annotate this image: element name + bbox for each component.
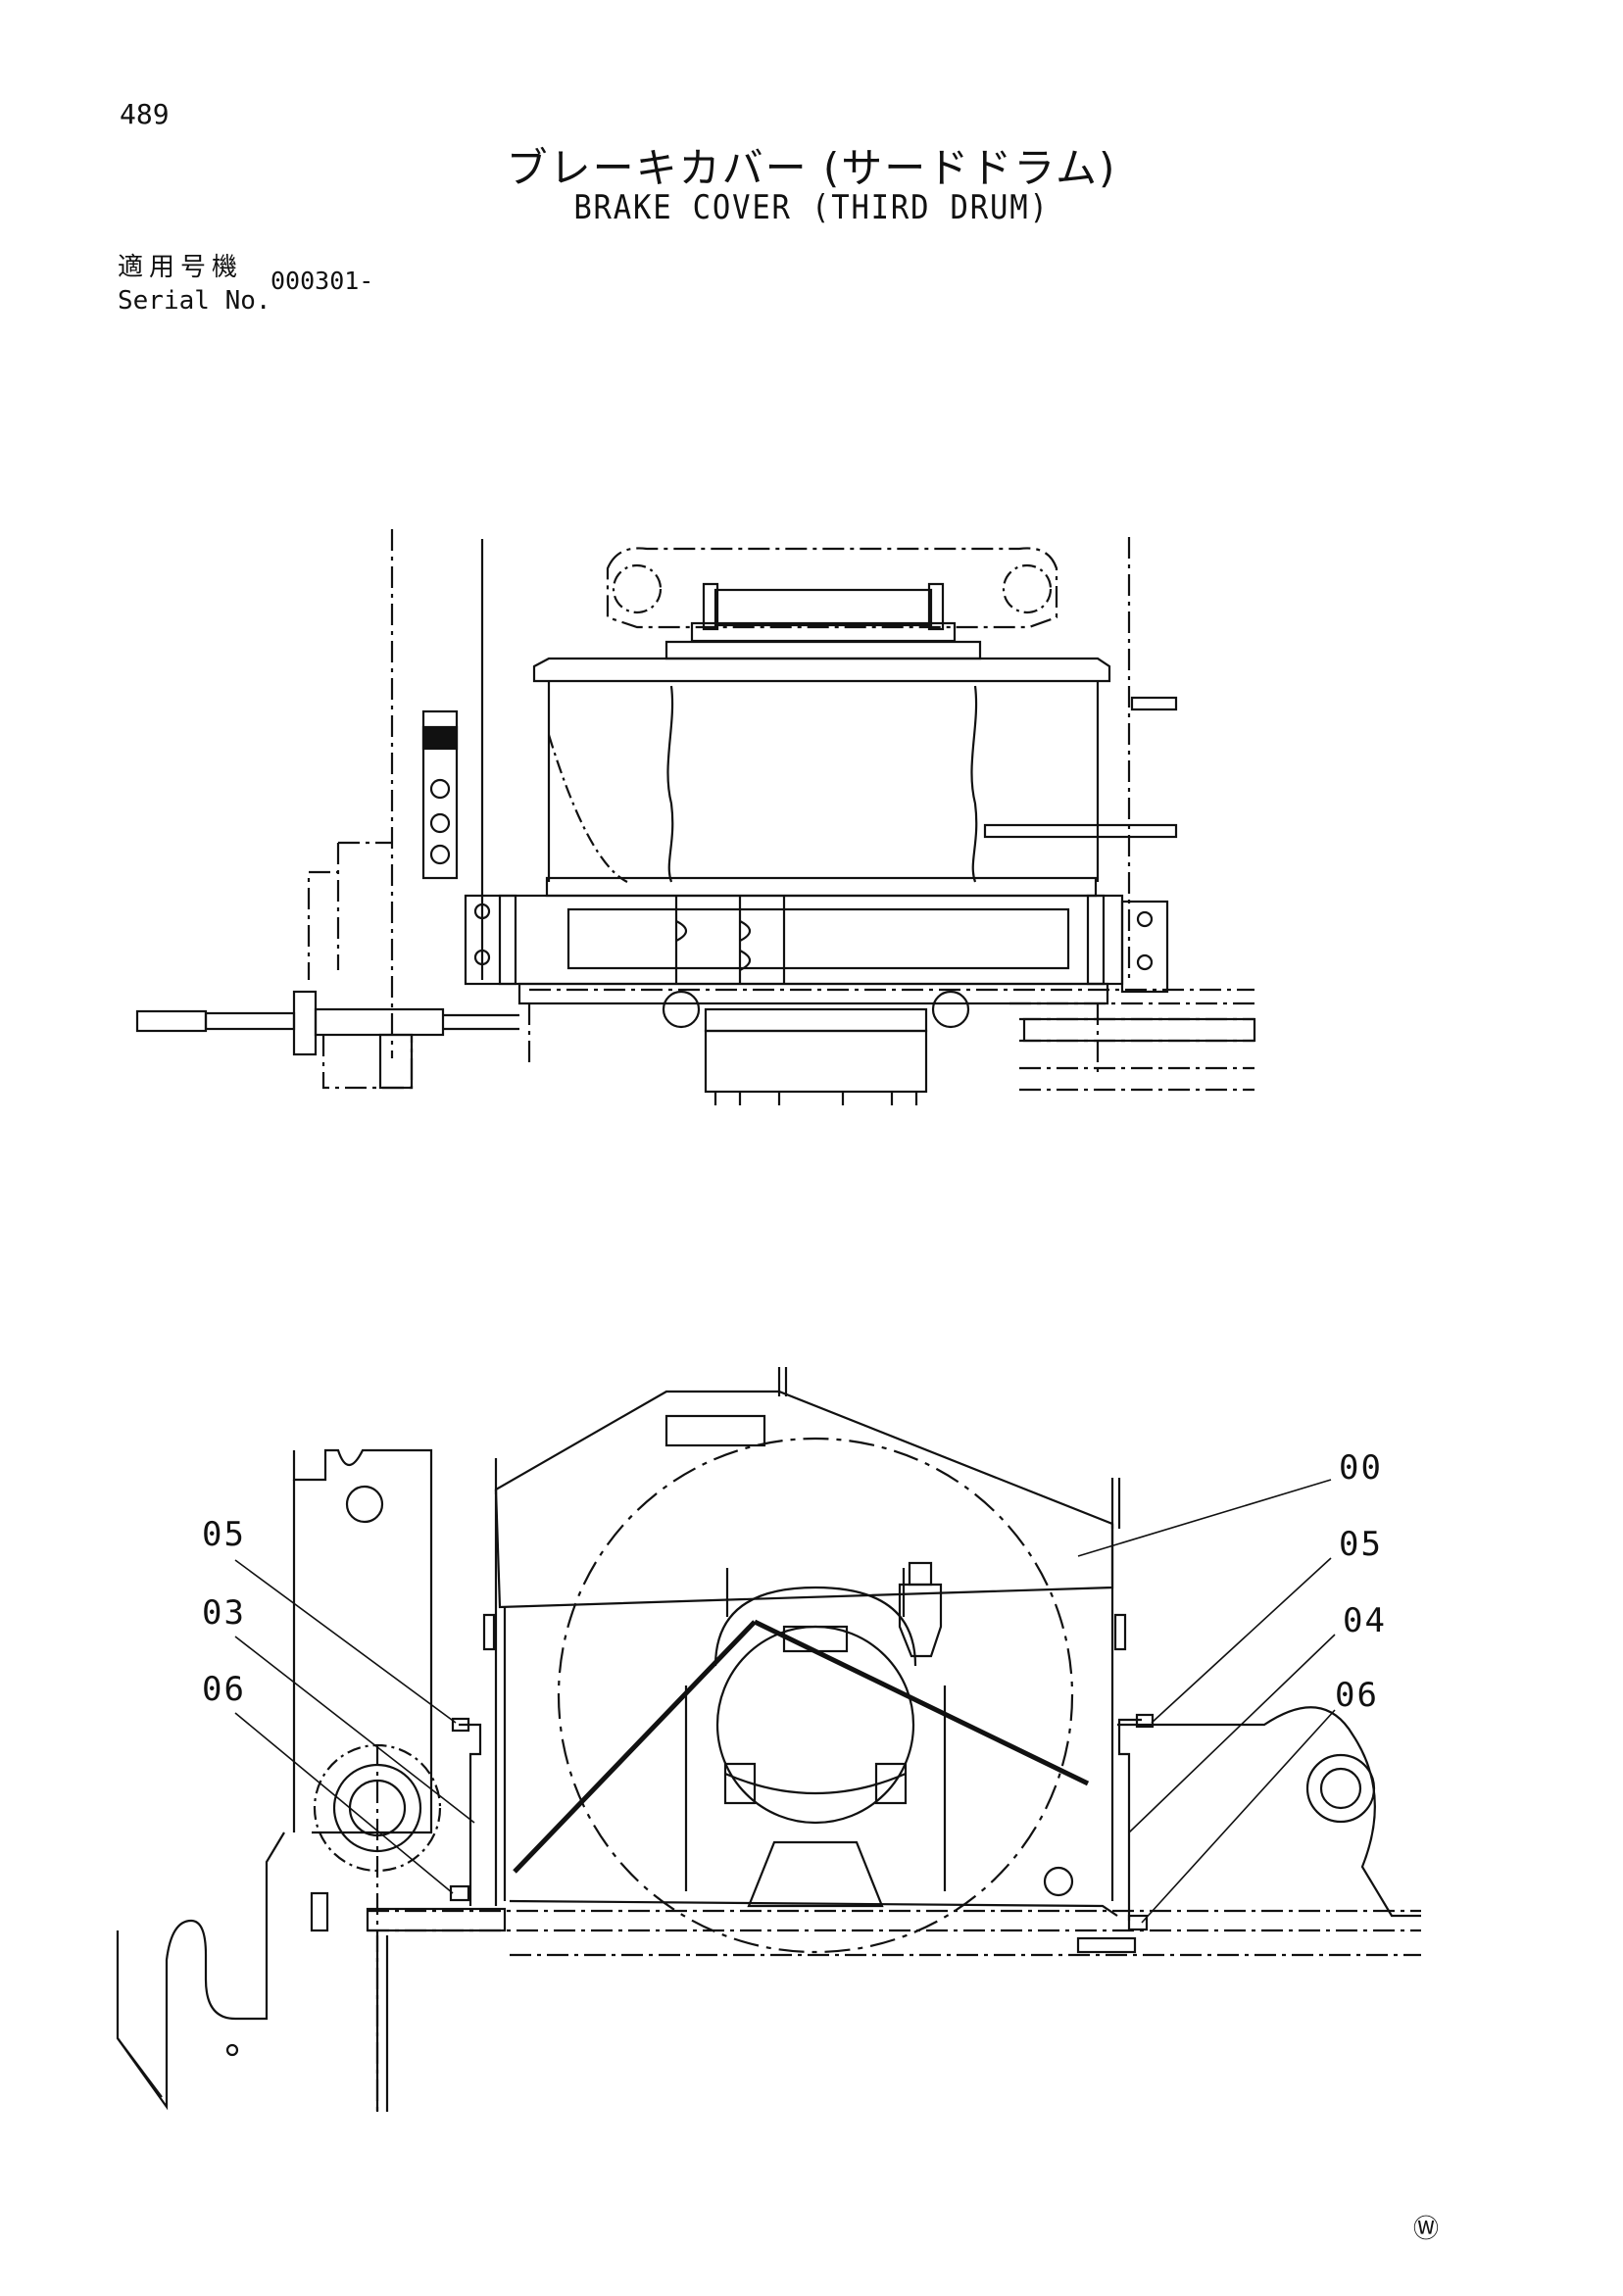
- page-number: 489: [120, 98, 170, 130]
- serial-label-english: Serial No.: [118, 286, 271, 316]
- callout-06-left: 06: [202, 1670, 246, 1709]
- title-japanese: ブレーキカバー (サードドラム): [506, 144, 1117, 192]
- serial-label-japanese: 適用号機: [118, 253, 244, 282]
- front-view-drawing: [116, 1367, 1421, 2117]
- callout-03: 03: [202, 1593, 246, 1633]
- top-view-drawing: [135, 529, 1256, 1105]
- callout-05-right: 05: [1339, 1525, 1383, 1564]
- callout-04: 04: [1343, 1601, 1387, 1640]
- footer-mark: Ⓦ: [1413, 2215, 1440, 2244]
- title-english: BRAKE COVER (THIRD DRUM): [573, 188, 1050, 227]
- callout-05-left: 05: [202, 1515, 246, 1554]
- serial-number-value: 000301-: [270, 267, 374, 295]
- callout-06-right: 06: [1335, 1676, 1379, 1715]
- callout-00: 00: [1339, 1448, 1383, 1488]
